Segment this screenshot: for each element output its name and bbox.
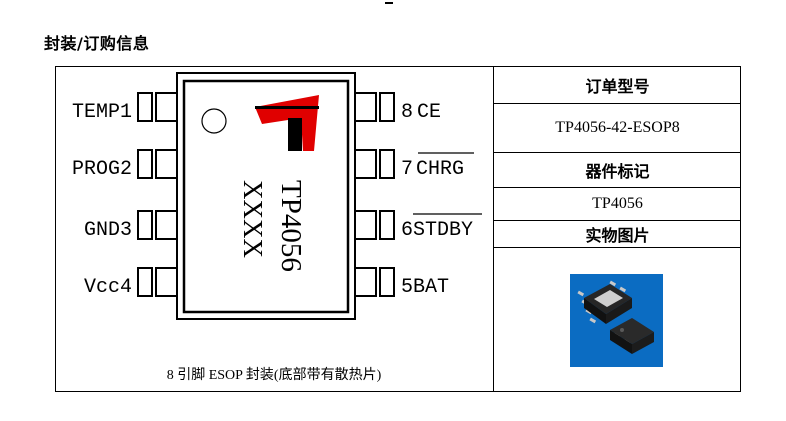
pin-label-left: GND3 xyxy=(84,219,132,242)
device-marking-label: 器件标记 xyxy=(585,162,650,181)
part-marking: TP4056 xyxy=(275,180,307,272)
row-line xyxy=(493,247,741,248)
brand-logo xyxy=(255,95,319,151)
package-outline xyxy=(176,72,356,320)
table-divider xyxy=(493,66,494,392)
pin-label-left: Vcc4 xyxy=(84,276,132,299)
package-caption: 8 引脚 ESOP 封装(底部带有散热片) xyxy=(166,368,382,383)
chip-image-back xyxy=(610,318,655,354)
photo-background xyxy=(570,274,663,367)
pin-label-right: 5BAT xyxy=(401,276,449,299)
pin1-marker xyxy=(201,108,227,134)
row-line xyxy=(493,220,741,221)
chip-photo xyxy=(570,274,663,367)
order-model-label: 订单型号 xyxy=(585,76,650,96)
row-line xyxy=(493,152,741,153)
section-heading: 封装/订购信息 xyxy=(44,34,150,53)
left-pins xyxy=(137,92,178,297)
package-inner-outline xyxy=(182,79,350,314)
info-table-frame xyxy=(55,66,741,392)
chip-image-front xyxy=(577,280,632,324)
photo-label: 实物图片 xyxy=(585,226,650,245)
top-mark xyxy=(385,2,393,4)
pin-label-right: 6STDBY xyxy=(401,219,473,242)
device-marking-value: TP4056 xyxy=(592,195,643,212)
lot-marking: XXXX xyxy=(238,180,268,258)
row-line xyxy=(493,187,741,188)
pin-label-left: TEMP1 xyxy=(72,101,132,124)
order-model-value: TP4056-42-ESOP8 xyxy=(555,119,680,136)
row-line xyxy=(493,103,741,104)
pin-label-left: PROG2 xyxy=(72,158,132,181)
right-pins xyxy=(354,92,395,297)
